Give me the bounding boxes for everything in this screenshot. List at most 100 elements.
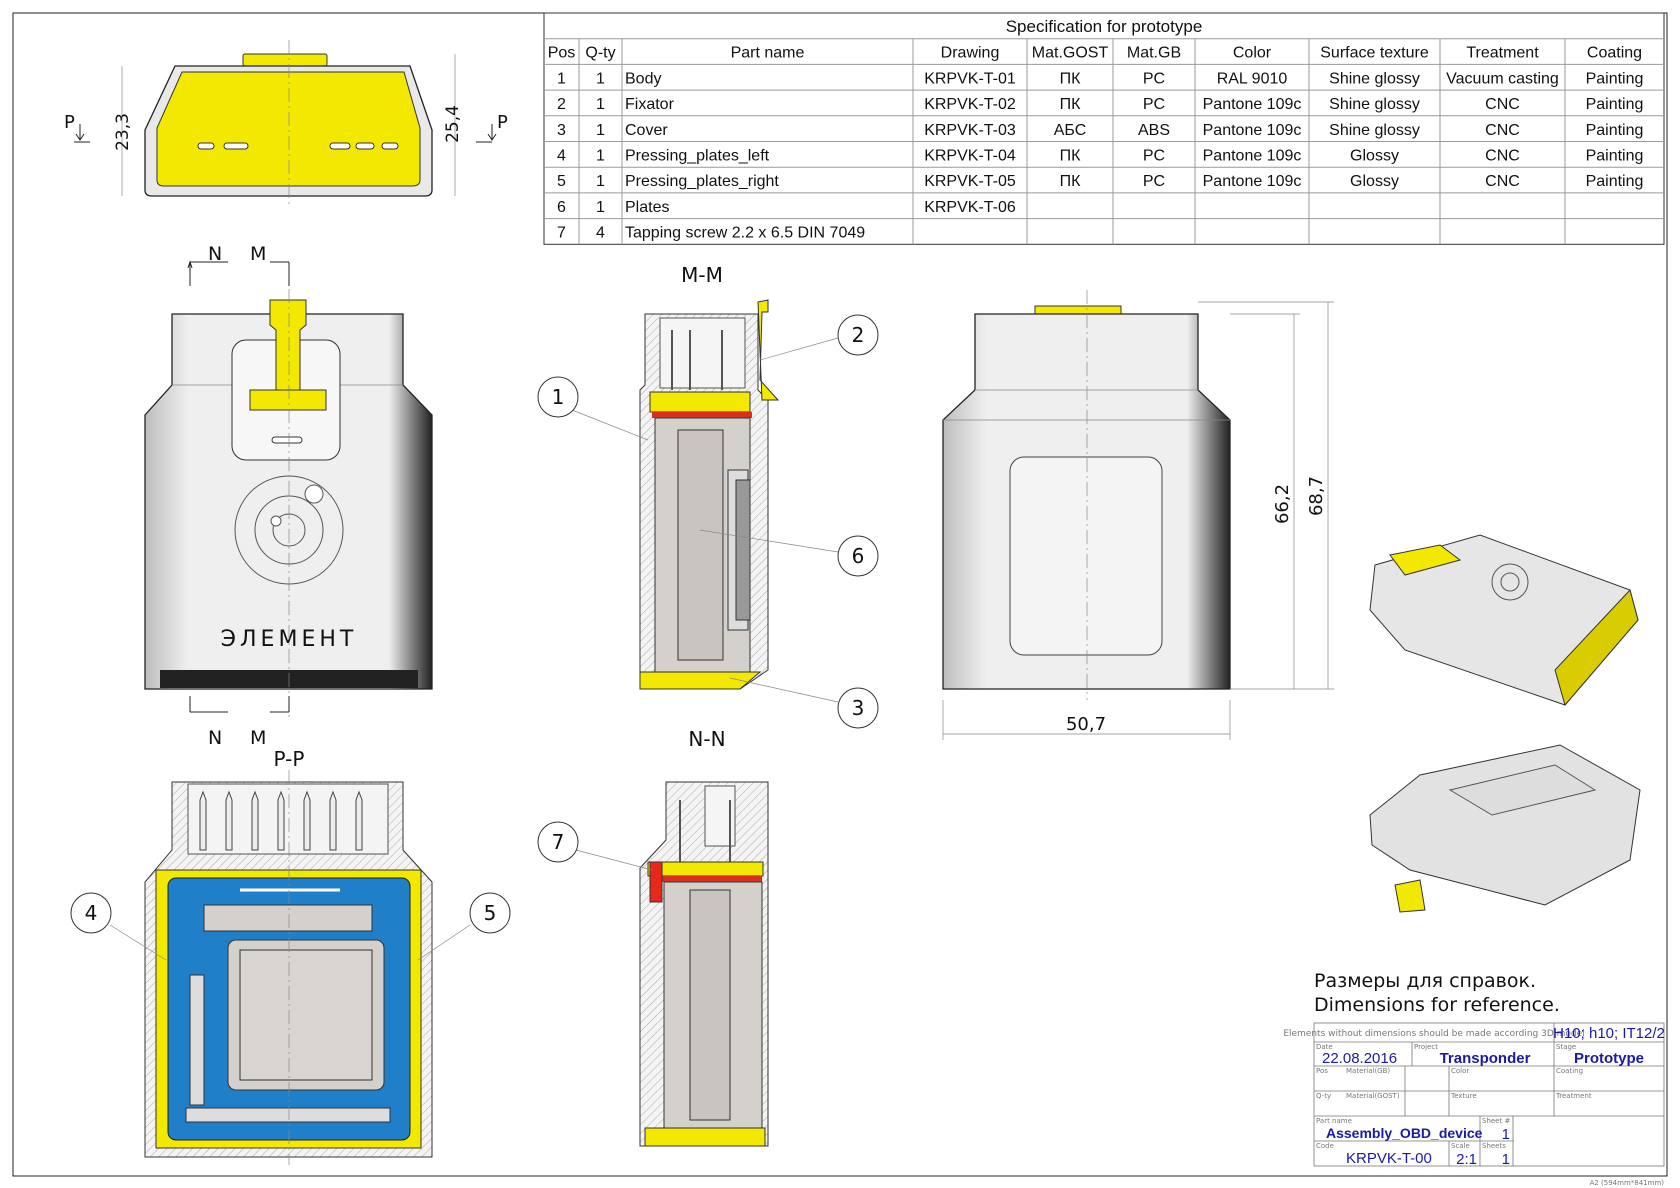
balloon-4: 4	[70, 892, 112, 934]
spec-cell: 1	[596, 148, 605, 165]
spec-cell: Painting	[1586, 96, 1644, 113]
isometric-view-front	[1369, 534, 1639, 707]
cover-section	[639, 671, 762, 690]
balloon-label: 7	[552, 830, 565, 854]
cut-label-n-top: N	[208, 243, 222, 265]
spec-header: Mat.GOST	[1032, 45, 1109, 62]
spec-header: Pos	[548, 45, 576, 62]
spec-cell: CNC	[1485, 148, 1520, 165]
dim-top-right: 25,4	[443, 105, 463, 143]
spec-cell: Pressing_plates_right	[625, 173, 779, 190]
title-block-text: Elements without dimensions should be ma…	[1283, 1025, 1665, 1168]
sheet-number-value: 1	[1502, 1126, 1510, 1143]
spec-cell: PC	[1143, 70, 1165, 87]
spec-header: Coating	[1587, 45, 1642, 62]
code-label: Code	[1316, 1142, 1334, 1150]
scale-value: 2:1	[1456, 1151, 1477, 1168]
plate	[185, 1107, 391, 1123]
spec-cell: PC	[1143, 173, 1165, 190]
spec-header: Treatment	[1466, 45, 1539, 62]
spec-cell: Pressing_plates_left	[625, 148, 770, 165]
board-edge	[735, 479, 751, 621]
spec-cell: Glossy	[1350, 173, 1399, 190]
dim-height-outer: 68,7	[1306, 476, 1327, 516]
connector-cavity	[659, 317, 746, 389]
spec-header: Surface texture	[1320, 45, 1429, 62]
spec-cell: 1	[596, 173, 605, 190]
balloon-label: 4	[85, 901, 98, 925]
spec-cell: ПК	[1060, 96, 1082, 113]
fixator-base	[249, 389, 327, 411]
spec-cell: Cover	[625, 122, 668, 139]
module-section	[689, 889, 731, 1121]
balloon-6: 6	[837, 535, 879, 577]
module-inner	[239, 949, 373, 1081]
spec-cell: Pantone 109c	[1203, 148, 1302, 165]
spec-cell: Pantone 109c	[1203, 122, 1302, 139]
scale-label: Scale	[1451, 1142, 1470, 1150]
spec-cell: 6	[557, 199, 566, 216]
dim-top-left: 23,3	[113, 113, 133, 151]
sheet-format: A2 (594mm*841mm)	[1590, 1179, 1665, 1187]
spec-cell: KRPVK-T-02	[924, 96, 1016, 113]
part-name-value: Assembly_OBD_device	[1326, 1125, 1483, 1141]
spec-cell: АБС	[1054, 122, 1087, 139]
project-value: Transponder	[1440, 1050, 1531, 1067]
part-name-label: Part name	[1316, 1117, 1352, 1125]
spec-cell: Tapping screw 2.2 x 6.5 DIN 7049	[625, 225, 865, 242]
spec-cell: Shine glossy	[1329, 70, 1420, 87]
spec-cell: PC	[1143, 148, 1165, 165]
gasket	[650, 876, 762, 882]
section-m-m: M-M	[639, 263, 780, 690]
spec-cell: ПК	[1060, 148, 1082, 165]
spec-cell: 5	[557, 173, 566, 190]
connector-pins	[671, 330, 723, 390]
body-edge	[943, 389, 1230, 421]
spec-cell: Pantone 109c	[1203, 173, 1302, 190]
fixator-section	[757, 299, 780, 401]
dimension-lines-height	[1198, 301, 1334, 690]
sheets-value: 1	[1502, 1151, 1510, 1168]
spec-cell: Painting	[1586, 173, 1644, 190]
spec-cell: 1	[596, 70, 605, 87]
material-gb-label: Material(GB)	[1346, 1067, 1390, 1075]
side-view: 66,2 68,7 50,7	[942, 290, 1334, 740]
spec-cell: ABS	[1138, 122, 1170, 139]
spec-header: Q-ty	[585, 45, 615, 62]
balloon-5: 5	[469, 892, 511, 934]
spec-header: Drawing	[941, 45, 1000, 62]
spec-cell: 1	[557, 70, 566, 87]
cover-top	[156, 71, 421, 187]
spec-cell: 3	[557, 122, 566, 139]
dimension-lines-width	[942, 700, 1231, 740]
balloon-label: 6	[852, 544, 865, 568]
spec-cell: Plates	[625, 199, 669, 216]
gasket	[652, 412, 752, 418]
cut-arrow-left	[74, 124, 90, 143]
note-en: Dimensions for reference.	[1314, 994, 1560, 1016]
cut-label-m-bottom: M	[250, 727, 266, 749]
balloon-label: 3	[852, 696, 865, 720]
isometric-view-back	[1369, 744, 1641, 913]
stage-value: Prototype	[1574, 1050, 1644, 1067]
cut-marker	[270, 261, 290, 286]
sheets-label: Sheets	[1482, 1142, 1506, 1150]
spec-cell: Painting	[1586, 148, 1644, 165]
section-p-p-title: P-P	[274, 747, 305, 771]
spec-cell: 4	[557, 148, 566, 165]
cut-marker	[270, 696, 290, 713]
texture-label: Texture	[1450, 1092, 1477, 1100]
spec-cell: 1	[596, 199, 605, 216]
balloon-1: 1	[537, 376, 579, 418]
balloon-3: 3	[837, 687, 879, 729]
section-n-n: N-N	[639, 727, 769, 1147]
spec-cell: Fixator	[625, 96, 675, 113]
spec-cell: Shine glossy	[1329, 122, 1420, 139]
spec-cell: KRPVK-T-01	[924, 70, 1016, 87]
connector-cavity	[187, 783, 389, 855]
cut-label-p-left: P	[64, 112, 75, 133]
balloon-label: 5	[484, 901, 497, 925]
spec-cell: ПК	[1060, 173, 1082, 190]
spec-cell: 1	[596, 96, 605, 113]
